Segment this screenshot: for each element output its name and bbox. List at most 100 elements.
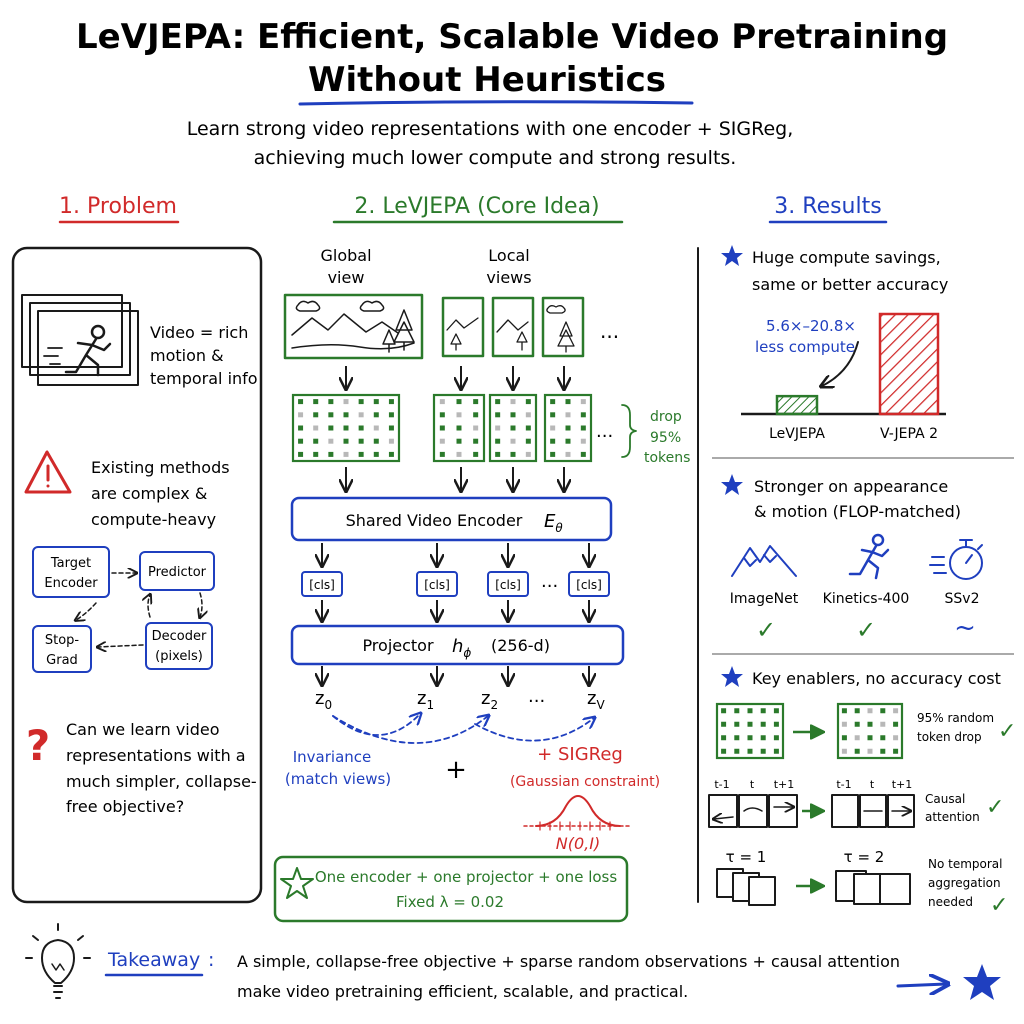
kept-token <box>388 425 394 431</box>
cls-tokens: [cls][cls][cls][cls] <box>301 571 610 597</box>
kept-token <box>721 708 727 714</box>
kept-token <box>734 748 740 754</box>
question-text-2: representations with a <box>66 746 246 765</box>
decoder-label-2: (pixels) <box>155 649 203 664</box>
projector-label: Projector <box>362 636 434 655</box>
kept-token <box>495 412 501 418</box>
kept-token <box>760 735 766 741</box>
kept-token <box>313 451 319 457</box>
takeaway-colon: : <box>208 949 214 971</box>
kept-token <box>298 438 304 444</box>
kept-token <box>721 748 727 754</box>
chart-bar <box>775 394 819 416</box>
enabler-2-check: ✓ <box>986 795 1004 820</box>
kept-token <box>343 438 349 444</box>
kept-token <box>550 399 556 405</box>
result-2-line-2: & motion (FLOP-matched) <box>754 502 961 521</box>
projector-to-z-arrows <box>322 666 589 684</box>
dropped-token <box>456 451 462 457</box>
enabler-2-text-2: attention <box>925 810 980 824</box>
dropped-token <box>456 412 462 418</box>
chart-category-label: LeVJEPA <box>769 426 825 442</box>
drop-label-2: 95% <box>650 430 681 446</box>
kept-token <box>580 412 586 418</box>
kept-token <box>747 748 753 754</box>
chart-bar <box>878 312 940 416</box>
enabler-3-text-3: needed <box>928 895 973 909</box>
stop-grad-box <box>32 625 92 673</box>
takeaway-line-1: A simple, collapse-free objective + spar… <box>237 952 900 971</box>
dropped-token <box>880 721 886 727</box>
dropped-token <box>358 412 364 418</box>
kept-token <box>373 399 379 405</box>
results-heading: 3. Results <box>774 194 881 219</box>
kept-token <box>439 451 445 457</box>
invariance-label-1: Invariance <box>293 748 372 766</box>
compute-note-2: less compute <box>755 338 855 356</box>
global-view-label-2: view <box>328 268 365 287</box>
kept-token <box>773 748 779 754</box>
cls-ellipsis: ... <box>541 571 558 592</box>
projector-symbol: hϕ <box>452 636 471 660</box>
token-drop-grids <box>715 702 904 760</box>
kept-token <box>747 708 753 714</box>
tau-1-label: τ = 1 <box>726 848 767 866</box>
benchmark-kinetics: Kinetics-400 <box>823 591 910 607</box>
tau-2-frames <box>835 870 911 905</box>
dropped-token <box>867 748 873 754</box>
stopwatch-icon <box>929 539 983 580</box>
causal-attention-frames <box>831 794 915 828</box>
video-text-1: Video = rich <box>150 323 248 342</box>
kept-token <box>773 721 779 727</box>
enabler-1-text-1: 95% random <box>917 711 994 725</box>
kept-token <box>893 721 899 727</box>
encoder-label: Shared Video Encoder <box>346 511 523 530</box>
local-view-image-1 <box>441 296 485 358</box>
kept-token <box>439 412 445 418</box>
projector-dim: (256-d) <box>491 636 550 655</box>
benchmark-imagenet-mark: ✓ <box>756 616 776 644</box>
kept-token <box>439 425 445 431</box>
encoder-symbol: Eθ <box>544 511 563 535</box>
core-heading: 2. LeVJEPA (Core Idea) <box>354 194 599 219</box>
kept-token <box>373 412 379 418</box>
kept-token <box>388 412 394 418</box>
title-line-1: LeVJEPA: Efficient, Scalable Video Pretr… <box>76 17 948 57</box>
kept-token <box>565 438 571 444</box>
subtitle-line-2: achieving much lower compute and strong … <box>254 147 737 169</box>
cls-box <box>568 571 610 597</box>
drop-label-3: tokens <box>644 450 690 466</box>
kept-token <box>773 735 779 741</box>
dropped-token <box>510 438 516 444</box>
summary-star-icon <box>280 867 314 899</box>
kept-token <box>734 708 740 714</box>
z-label: z1 <box>417 688 434 712</box>
summary-line-1: One encoder + one projector + one loss <box>315 868 618 886</box>
dropped-token <box>343 399 349 405</box>
summary-line-2: Fixed λ = 0.02 <box>396 893 504 911</box>
cls-label: [cls] <box>495 578 521 592</box>
benchmark-ssv2-mark: ~ <box>954 613 976 643</box>
dropped-token <box>373 425 379 431</box>
question-text-3: much simpler, collapse- <box>66 772 257 791</box>
z-label: z0 <box>315 688 332 712</box>
kept-token <box>510 412 516 418</box>
local-view-image-3 <box>541 296 585 358</box>
stop-grad-label-1: Stop- <box>45 633 80 648</box>
kept-token <box>760 748 766 754</box>
causal-tick-a-3: t+1 <box>774 778 795 791</box>
kept-token <box>298 399 304 405</box>
plus-sign: + <box>445 755 467 785</box>
kept-token <box>880 735 886 741</box>
enabler-1-text-2: token drop <box>917 730 982 744</box>
tau-2-label: τ = 2 <box>844 848 885 866</box>
encoder-box <box>290 496 613 542</box>
warning-text-2: are complex & <box>91 484 207 503</box>
result-1-line-1: Huge compute savings, <box>752 248 941 267</box>
kept-token <box>841 708 847 714</box>
kept-token <box>358 425 364 431</box>
title-line-2: Without Heuristics <box>308 60 666 100</box>
kept-token <box>473 438 479 444</box>
takeaway-label: Takeaway <box>107 949 200 971</box>
cls-box <box>487 571 529 597</box>
